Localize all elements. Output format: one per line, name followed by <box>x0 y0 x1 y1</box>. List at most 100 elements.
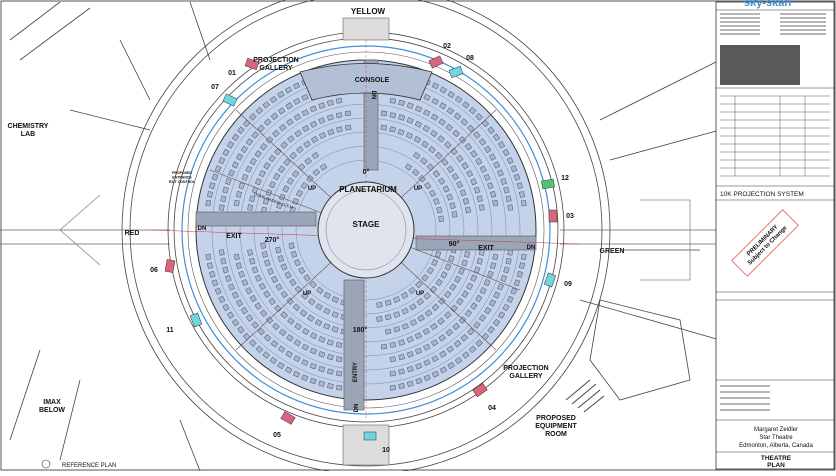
seat <box>255 345 264 354</box>
seat <box>398 99 406 107</box>
seat <box>438 297 446 305</box>
seat <box>437 317 445 325</box>
seat <box>274 147 282 156</box>
seat <box>254 150 262 158</box>
seat <box>423 374 431 382</box>
seat <box>300 181 308 190</box>
seat <box>292 303 301 312</box>
seat <box>461 290 469 298</box>
seat <box>449 202 456 210</box>
projector-10 <box>363 431 377 441</box>
seat <box>442 185 450 193</box>
seat <box>429 285 438 294</box>
seat <box>503 266 510 274</box>
seat <box>220 195 227 203</box>
seat <box>440 271 448 279</box>
seat <box>484 145 492 154</box>
seat <box>439 366 448 374</box>
seat <box>301 292 309 300</box>
preliminary-stamp: PRELIMINARYSubject to Change <box>731 209 799 277</box>
seat <box>397 128 405 136</box>
seat <box>436 206 443 214</box>
seat <box>435 278 443 287</box>
seat <box>444 141 452 149</box>
seat <box>205 199 212 207</box>
seat <box>497 169 504 177</box>
seat <box>286 177 295 185</box>
seat <box>416 298 425 306</box>
seat <box>467 124 475 133</box>
yellow-door-label: YELLOW <box>351 7 386 16</box>
projector-02 <box>428 55 444 69</box>
seat <box>265 136 274 144</box>
seat <box>285 102 293 110</box>
seat <box>268 297 276 306</box>
seat <box>414 332 423 340</box>
seat <box>307 298 316 306</box>
seat <box>249 339 257 347</box>
dn-label-right: DN <box>527 245 536 251</box>
seat <box>316 286 324 295</box>
seat <box>475 157 483 166</box>
seat <box>262 351 270 359</box>
seat <box>237 326 245 334</box>
projector-08 <box>448 65 464 79</box>
seat <box>492 318 501 327</box>
seat <box>406 365 414 373</box>
seat <box>318 336 326 343</box>
seat <box>384 299 392 306</box>
projector-label-05: 05 <box>273 432 281 439</box>
seat <box>294 322 302 331</box>
system-title: 10K PROJECTION SYSTEM <box>720 191 804 198</box>
seat <box>431 97 439 105</box>
angle-0-label: 0° <box>363 168 370 176</box>
seat <box>459 189 467 197</box>
seat <box>505 195 512 203</box>
seat <box>406 380 414 387</box>
seat <box>384 314 392 321</box>
seat <box>470 150 478 158</box>
seat <box>254 274 262 282</box>
seat <box>376 316 383 322</box>
seat <box>245 165 253 173</box>
seat <box>441 158 449 166</box>
seat <box>458 136 467 144</box>
sky-skan-logo: sky-skan <box>744 0 791 9</box>
seat <box>437 135 445 143</box>
seat <box>249 113 257 121</box>
seat <box>214 287 222 295</box>
seat <box>222 186 229 194</box>
seats <box>205 69 527 391</box>
seat <box>236 153 244 161</box>
seat <box>497 311 506 319</box>
seat <box>406 117 414 124</box>
seat <box>398 339 406 346</box>
seat <box>318 117 326 124</box>
seat <box>220 257 227 265</box>
seat <box>492 253 499 261</box>
reference-plan-label: REFERENCE PLAN <box>62 463 116 469</box>
seat <box>454 356 463 365</box>
seat <box>520 253 527 261</box>
seat <box>446 193 454 201</box>
seat <box>263 290 271 298</box>
seat <box>431 82 440 90</box>
seat <box>488 299 496 307</box>
projector-label-10: 10 <box>382 447 390 454</box>
seat <box>424 309 433 317</box>
seat <box>404 163 413 171</box>
seat <box>318 102 326 109</box>
project-line-2: Star Theatre <box>759 435 793 441</box>
seat <box>233 199 240 207</box>
seat <box>518 191 526 198</box>
seat <box>278 328 287 337</box>
seat <box>438 118 446 126</box>
entry-corridors <box>342 17 390 466</box>
seat <box>478 204 485 211</box>
seat <box>209 270 216 278</box>
